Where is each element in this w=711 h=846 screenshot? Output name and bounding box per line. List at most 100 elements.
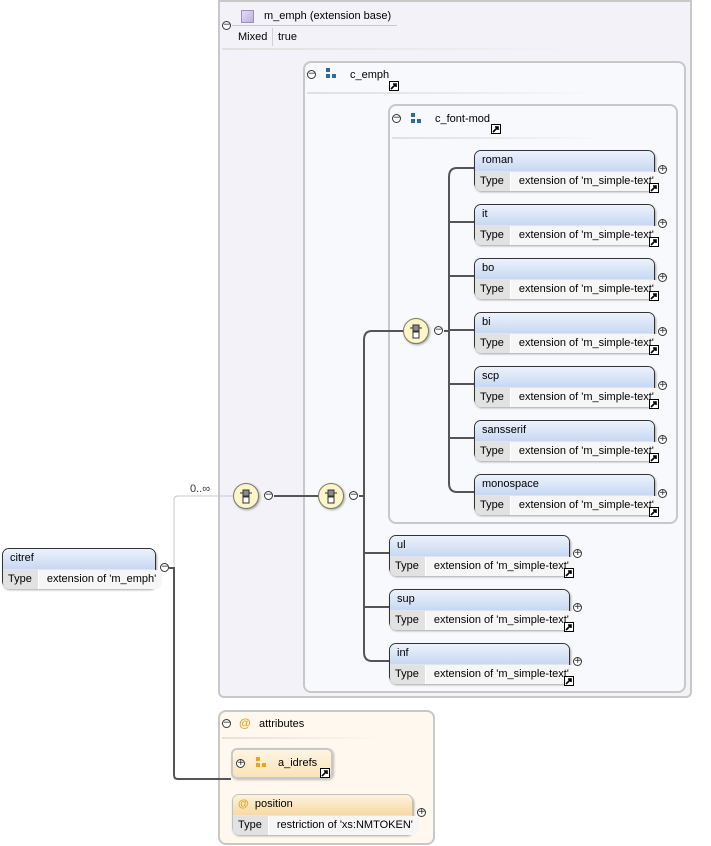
reference-arrow-icon[interactable] — [649, 291, 659, 301]
type-key: Type — [475, 334, 511, 353]
expand-position-toggle[interactable]: + — [417, 807, 426, 817]
element-name: scp — [475, 367, 654, 388]
expand-roman-toggle[interactable]: + — [658, 164, 667, 174]
sequence-compositor-icon[interactable] — [403, 318, 429, 344]
expand-bo-toggle[interactable]: + — [658, 272, 667, 282]
element-name: bo — [475, 259, 654, 280]
c-emph-reference-arrow-icon[interactable] — [389, 81, 399, 91]
collapse-attributes-toggle[interactable]: − — [222, 718, 231, 728]
reference-arrow-icon[interactable] — [649, 345, 659, 355]
group-icon — [326, 68, 339, 81]
reference-arrow-icon[interactable] — [564, 622, 574, 632]
c-emph-underline — [307, 92, 597, 94]
type-key: Type — [475, 442, 511, 461]
cardinality-label: 0..∞ — [190, 483, 211, 495]
mixed-key: Mixed — [238, 31, 268, 43]
type-key: Type — [390, 557, 426, 576]
attributes-title: attributes — [259, 718, 305, 730]
collapse-sequence-toggle[interactable]: − — [434, 325, 443, 335]
attributes-underline — [222, 737, 382, 739]
reference-arrow-icon[interactable] — [649, 399, 659, 409]
expand-sansserif-toggle[interactable]: + — [658, 434, 667, 444]
type-value: extension of 'm_simple-text' — [510, 334, 660, 353]
expand-a-idrefs-toggle[interactable]: + — [236, 758, 245, 768]
type-value: extension of 'm_simple-text' — [510, 388, 660, 407]
reference-arrow-icon[interactable] — [649, 237, 659, 247]
c-font-mod-name: c_font-mod — [435, 113, 491, 125]
a-idrefs-reference-arrow-icon[interactable] — [320, 768, 330, 778]
type-value: extension of 'm_simple-text' — [510, 172, 660, 191]
expand-monospace-toggle[interactable]: + — [658, 488, 667, 498]
reference-arrow-icon[interactable] — [649, 507, 659, 517]
c-emph-name: c_emph — [350, 69, 390, 81]
type-key: Type — [233, 816, 269, 835]
collapse-sequence-toggle[interactable]: − — [349, 490, 358, 500]
attribute-name: position — [254, 798, 293, 810]
expand-bi-toggle[interactable]: + — [658, 326, 667, 336]
type-value: extension of 'm_emph' — [38, 570, 163, 589]
type-key: Type — [475, 226, 511, 245]
complex-type-icon — [241, 10, 254, 23]
sequence-compositor-icon[interactable] — [233, 483, 259, 509]
collapse-c-font-mod-toggle[interactable]: − — [392, 113, 401, 123]
type-key: Type — [3, 570, 39, 589]
reference-arrow-icon[interactable] — [564, 568, 574, 578]
extension-base-top-border — [218, 0, 692, 2]
type-key: Type — [390, 665, 426, 684]
reference-arrow-icon[interactable] — [564, 676, 574, 686]
attribute-group-a-idrefs[interactable] — [231, 748, 333, 779]
element-name: bi — [475, 313, 654, 334]
c-font-mod-underline — [392, 137, 602, 139]
attribute-group-name: a_idrefs — [278, 757, 318, 769]
element-name: roman — [475, 151, 654, 172]
extension-base-title: m_emph (extension base) — [264, 10, 392, 22]
element-name: monospace — [475, 475, 654, 496]
type-key: Type — [475, 280, 511, 299]
type-value: restriction of 'xs:NMTOKEN' — [268, 816, 419, 835]
expand-inf-toggle[interactable]: + — [573, 656, 582, 666]
type-value: extension of 'm_simple-text' — [510, 280, 660, 299]
expand-it-toggle[interactable]: + — [658, 218, 667, 228]
extension-base-underline — [222, 48, 582, 50]
element-name: citref — [3, 549, 155, 570]
type-key: Type — [390, 611, 426, 630]
expand-scp-toggle[interactable]: + — [658, 380, 667, 390]
c-font-mod-reference-arrow-icon[interactable] — [491, 124, 501, 134]
collapse-c-emph-toggle[interactable]: − — [307, 69, 316, 79]
expand-sup-toggle[interactable]: + — [573, 602, 582, 612]
type-value: extension of 'm_simple-text' — [510, 226, 660, 245]
attribute-group-icon — [256, 757, 269, 770]
reference-arrow-icon[interactable] — [649, 453, 659, 463]
type-key: Type — [475, 172, 511, 191]
type-value: extension of 'm_simple-text' — [425, 557, 575, 576]
collapse-citref-toggle[interactable]: − — [160, 562, 169, 572]
group-icon — [411, 113, 424, 126]
element-name: ul — [390, 536, 569, 557]
extension-base-title-divider — [232, 25, 397, 26]
element-name: inf — [390, 644, 569, 665]
type-key: Type — [475, 496, 511, 515]
type-value: extension of 'm_simple-text' — [510, 496, 660, 515]
element-name: sup — [390, 590, 569, 611]
expand-ul-toggle[interactable]: + — [573, 548, 582, 558]
mixed-value: true — [278, 31, 297, 43]
attribute-header: @ position — [233, 795, 412, 816]
reference-arrow-icon[interactable] — [649, 183, 659, 193]
attribute-icon: @ — [239, 716, 251, 730]
sequence-compositor-icon[interactable] — [318, 483, 344, 509]
collapse-extension-base-toggle[interactable]: − — [222, 20, 231, 30]
type-value: extension of 'm_simple-text' — [510, 442, 660, 461]
collapse-sequence-toggle[interactable]: − — [264, 490, 273, 500]
